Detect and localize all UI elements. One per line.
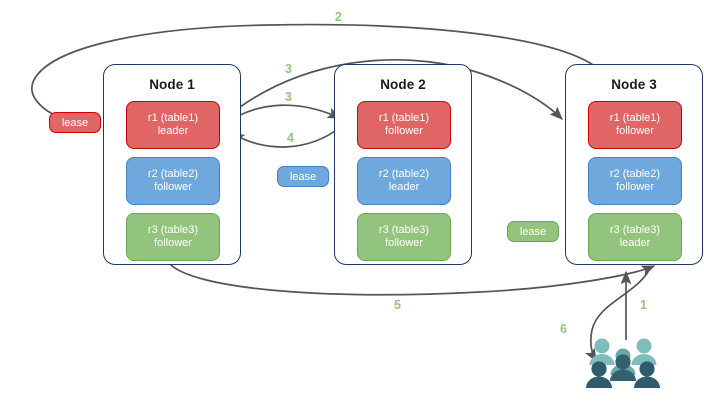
replica-name: r2 (table2) (378, 167, 430, 180)
replica-r2-node1[interactable]: r2 (table2) follower (126, 157, 220, 205)
lease-label: lease (61, 116, 89, 129)
replica-role: follower (385, 125, 423, 137)
arrow-step-3-to-node2 (223, 104, 342, 125)
step-label-5: 5 (394, 298, 401, 312)
replica-name: r3 (table3) (609, 223, 661, 236)
replica-r1-node3[interactable]: r1 (table1) follower (588, 101, 682, 149)
replica-name: r1 (table1) (609, 111, 661, 124)
lease-label: lease (289, 170, 317, 183)
node-title: Node 3 (611, 77, 657, 92)
lease-badge-red[interactable]: lease (49, 112, 101, 133)
step-label-6: 6 (560, 322, 567, 336)
node-container-3: Node 3 r1 (table1) follower r2 (table2) … (565, 64, 703, 265)
replica-role: leader (619, 237, 651, 249)
replica-name: r3 (table3) (378, 223, 430, 236)
node-container-1: Node 1 r1 (table1) leader r2 (table2) fo… (103, 64, 241, 265)
replica-r1-node1[interactable]: r1 (table1) leader (126, 101, 220, 149)
replica-r1-node2[interactable]: r1 (table1) follower (357, 101, 451, 149)
arrow-step-5 (167, 261, 656, 296)
replica-r2-node3[interactable]: r2 (table2) follower (588, 157, 682, 205)
step-label-3a: 3 (285, 62, 292, 76)
replica-name: r3 (table3) (147, 223, 199, 236)
replica-role: follower (154, 181, 192, 193)
replica-name: r1 (table1) (378, 111, 430, 124)
replica-name: r1 (table1) (147, 111, 199, 124)
lease-badge-blue[interactable]: lease (277, 166, 329, 187)
replica-r3-node3[interactable]: r3 (table3) leader (588, 213, 682, 261)
replica-r2-node2[interactable]: r2 (table2) leader (357, 157, 451, 205)
replica-role: follower (385, 237, 423, 249)
replica-r3-node1[interactable]: r3 (table3) follower (126, 213, 220, 261)
step-label-4: 4 (287, 131, 294, 145)
replica-role: follower (616, 181, 654, 193)
replica-role: follower (616, 125, 654, 137)
step-label-3b: 3 (285, 90, 292, 104)
replica-role: leader (157, 125, 189, 137)
replica-name: r2 (table2) (609, 167, 661, 180)
node-container-2: Node 2 r1 (table1) follower r2 (table2) … (334, 64, 472, 265)
replica-role: leader (388, 181, 420, 193)
step-label-2: 2 (335, 10, 342, 24)
users-icon (586, 338, 660, 388)
node-title: Node 2 (380, 77, 426, 92)
lease-label: lease (519, 225, 547, 238)
replica-r3-node2[interactable]: r3 (table3) follower (357, 213, 451, 261)
node-title: Node 1 (149, 77, 195, 92)
replica-role: follower (154, 237, 192, 249)
replica-name: r2 (table2) (147, 167, 199, 180)
step-label-1: 1 (640, 298, 647, 312)
lease-badge-green[interactable]: lease (507, 221, 559, 242)
